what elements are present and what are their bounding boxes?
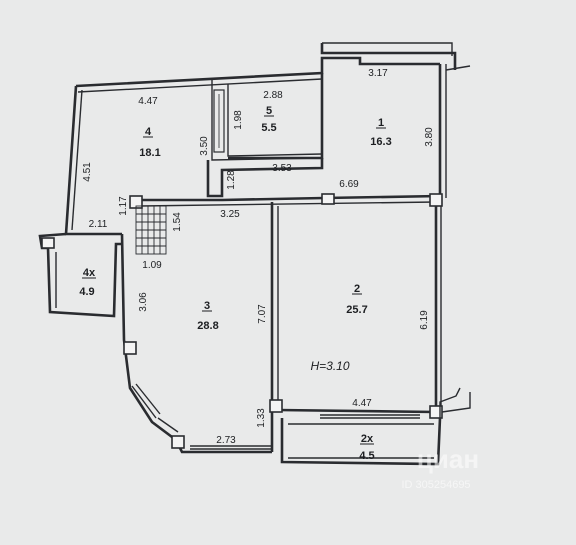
- dimension-label: 1.28: [226, 170, 237, 190]
- room-5-number: 5: [266, 105, 272, 117]
- dimension-label: 3.50: [199, 136, 210, 156]
- dimension-label: 1.33: [256, 408, 267, 428]
- balcony-4x-number: 4х: [83, 267, 96, 279]
- dimension-label: 2.73: [216, 435, 236, 446]
- room-3-number: 3: [204, 300, 210, 312]
- dimension-label: 3.06: [138, 292, 149, 312]
- column: [269, 399, 283, 413]
- ceiling-height: H=3.10: [310, 359, 349, 373]
- outer-walls: [64, 42, 457, 454]
- balcony-4x: [38, 232, 122, 318]
- watermark: циан ID 305254695: [401, 444, 479, 491]
- watermark-logo-text: циан: [417, 444, 479, 474]
- room-1-number: 1: [378, 117, 384, 129]
- dimension-label: 4.47: [352, 398, 372, 409]
- dimension-label: 2.11: [89, 219, 108, 230]
- dimension-label: 6.69: [339, 179, 359, 190]
- room-2-area: 25.7: [346, 304, 367, 316]
- balcony-2x: [280, 387, 461, 466]
- ventilation-shaft: [213, 89, 225, 153]
- dimension-labels: 3.17 4.47 2.88 1.98 3.50 3.80 3.53 4.51 …: [82, 68, 435, 446]
- column: [123, 341, 137, 355]
- dimension-label: 4.47: [138, 96, 158, 107]
- column: [429, 193, 443, 207]
- dimension-label: 1.17: [118, 196, 129, 216]
- room-3-area: 28.8: [197, 320, 218, 332]
- dimension-label: 3.80: [424, 127, 435, 147]
- dimension-label: 3.25: [220, 209, 240, 220]
- structural-columns: [123, 193, 443, 449]
- room-5-area: 5.5: [261, 122, 276, 134]
- dimension-label: 4.51: [82, 162, 93, 182]
- dimension-label: 7.07: [257, 304, 268, 324]
- balcony-2x-area: 4.5: [359, 450, 374, 462]
- dimension-label: 3.17: [368, 68, 388, 79]
- column: [171, 435, 185, 449]
- room-4-area: 18.1: [139, 147, 160, 159]
- interior-walls: [136, 73, 441, 452]
- dimension-label: 3.53: [272, 163, 292, 174]
- shaft-grid: [135, 205, 167, 255]
- dimension-label: 1.98: [233, 110, 244, 130]
- room-1-area: 16.3: [370, 136, 391, 148]
- column: [321, 193, 335, 205]
- dimension-label: 1.54: [172, 212, 183, 232]
- dimension-label: 1.09: [142, 260, 162, 271]
- room-4-number: 4: [145, 126, 152, 138]
- dimension-label: 6.19: [419, 310, 430, 330]
- watermark-id-text: ID 305254695: [401, 479, 470, 491]
- corridor-lines: [441, 65, 471, 413]
- balcony-2x-number: 2х: [361, 433, 374, 445]
- room-2-number: 2: [354, 283, 360, 295]
- dimension-label: 2.88: [263, 90, 283, 101]
- room-labels: 4 18.1 5 5.5 1 16.3 2 25.7 3 28.8 2х 4.5…: [79, 105, 391, 462]
- balcony-4x-area: 4.9: [79, 286, 94, 298]
